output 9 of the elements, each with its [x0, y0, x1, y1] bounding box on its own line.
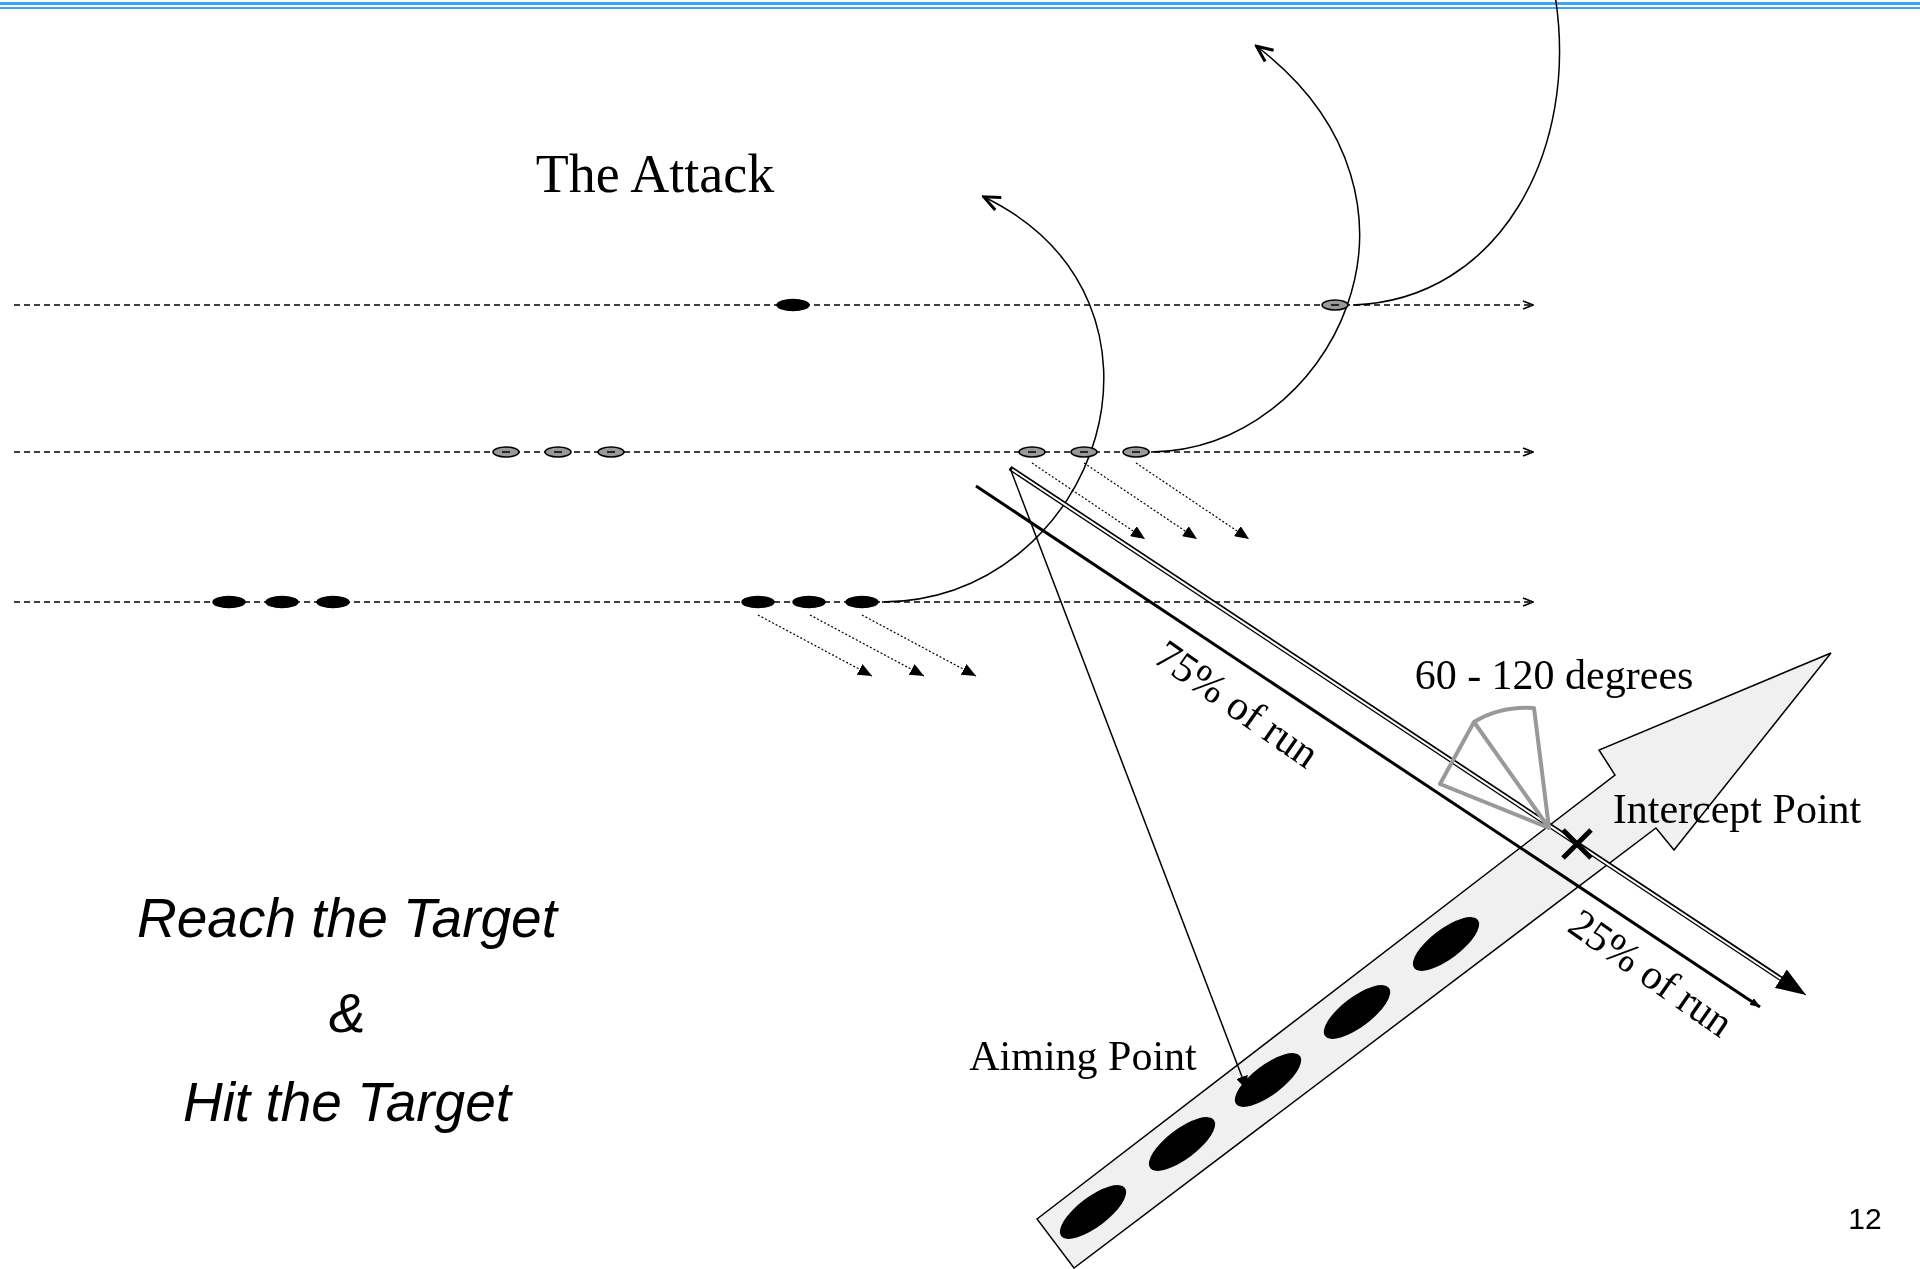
point-label: Aiming Point — [969, 1032, 1197, 1080]
slogan-text: Reach the Target — [137, 887, 557, 949]
angle-label: 60 - 120 degrees — [1414, 651, 1694, 699]
slogan-text: & — [328, 982, 366, 1044]
distance-label: 25% of run — [1560, 899, 1742, 1047]
distance-label: 75% of run — [1146, 630, 1328, 778]
slide-title: The Attack — [535, 145, 775, 205]
slogan-text: Hit the Target — [182, 1071, 512, 1133]
page-number: 12 — [1848, 1201, 1882, 1235]
